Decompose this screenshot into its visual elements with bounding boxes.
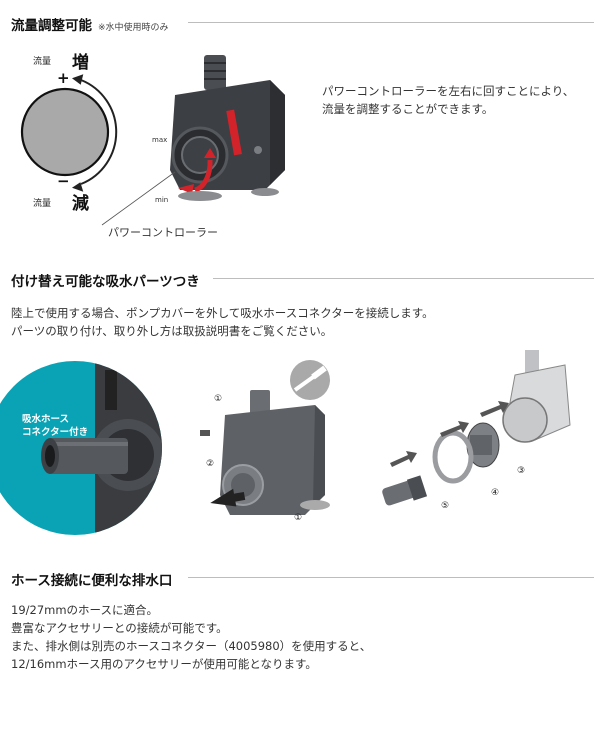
- screw-icon: [200, 430, 210, 436]
- teal-label-line1: 吸水ホース: [22, 414, 70, 425]
- part-number-1b: ①: [294, 513, 303, 523]
- leader-line: [101, 171, 176, 226]
- hose-connector: [48, 438, 128, 474]
- part-number-3: ③: [517, 466, 526, 476]
- section3-title: ホース接続に便利な排水口: [11, 573, 173, 589]
- brand-strip: [226, 109, 242, 156]
- section3-rule: [188, 577, 594, 578]
- controller-caption: パワーコントローラー: [108, 226, 218, 239]
- outlet-pipe: [204, 55, 226, 90]
- exploded-view-diagram: [382, 350, 571, 506]
- section1-desc-line2: 流量を調整することができます。: [322, 102, 494, 116]
- connector-closeup: [0, 361, 162, 535]
- max-label: max: [152, 136, 168, 144]
- rotation-arrow-icon: [194, 159, 213, 193]
- section1-title: 流量調整可能 ※水中使用時のみ: [11, 14, 169, 34]
- rotation-arc: [80, 79, 118, 185]
- flow-label-bottom: 流量: [33, 199, 52, 209]
- arrow-right-icon-3: [480, 401, 509, 417]
- remove-arrow-icon: [210, 488, 246, 507]
- section2-title: 付け替え可能な吸水パーツつき: [11, 274, 200, 290]
- part-number-2: ②: [206, 459, 215, 469]
- arrow-down-icon: [71, 182, 84, 192]
- decrease-label: 減: [72, 194, 89, 214]
- section1-desc-line1: パワーコントローラーを左右に回すことにより、: [322, 84, 575, 98]
- cover-removal-diagram: [200, 360, 330, 515]
- section2-desc-line2: パーツの取り付け、取り外し方は取扱説明書をご覧ください。: [11, 324, 333, 338]
- section1-note: ※水中使用時のみ: [98, 23, 169, 33]
- section3-desc-line4: 12/16mmホース用のアクセサリーが使用可能となります。: [11, 657, 317, 671]
- section3-desc-line2: 豊富なアクセサリーとの接続が可能です。: [11, 621, 228, 635]
- min-label: min: [155, 196, 169, 204]
- flow-dial-diagram: [20, 74, 118, 192]
- section1-rule: [188, 22, 594, 23]
- flow-dial: [20, 87, 110, 177]
- increase-label: 増: [72, 53, 89, 73]
- teal-label-line2: コネクター付き: [22, 427, 89, 438]
- arrow-right-icon-1: [390, 451, 417, 467]
- part-4-ring: [432, 430, 474, 484]
- arrow-up-icon: [71, 74, 84, 85]
- minus-sign: −: [57, 172, 70, 190]
- section2-rule: [213, 278, 594, 279]
- flow-label-top: 流量: [33, 57, 52, 67]
- part-number-1a: ①: [214, 394, 223, 404]
- arrow-right-icon-2: [440, 421, 469, 437]
- plus-sign: +: [57, 69, 70, 87]
- part-number-5: ⑤: [441, 501, 450, 511]
- section3-desc-line1: 19/27mmのホースに適合。: [11, 603, 158, 617]
- section2-desc-line1: 陸上で使用する場合、ポンプカバーを外して吸水ホースコネクターを接続します。: [11, 306, 434, 320]
- pump-illustration: [170, 55, 285, 201]
- section3-desc-line3: また、排水側は別売のホースコネクター（4005980）を使用すると、: [11, 639, 372, 653]
- section1-title-text: 流量調整可能: [11, 18, 92, 34]
- part-number-4: ④: [491, 488, 500, 498]
